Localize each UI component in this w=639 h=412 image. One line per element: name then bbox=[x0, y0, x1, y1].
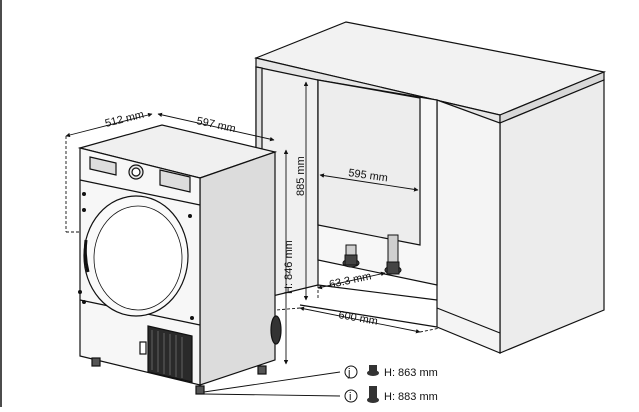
right-side-panel bbox=[499, 79, 605, 354]
dim-width-line bbox=[157, 112, 275, 142]
label-niche-depth: 600 mm bbox=[337, 309, 378, 328]
valve-body-left bbox=[344, 254, 358, 266]
legend-letter-badge bbox=[344, 389, 358, 403]
dimension-lines bbox=[65, 81, 441, 397]
dryer bbox=[77, 124, 282, 395]
label-width: 597 mm bbox=[195, 115, 236, 135]
dryer-display bbox=[89, 156, 117, 176]
leader-line-i bbox=[203, 393, 341, 397]
niche-back-panel bbox=[317, 79, 421, 246]
back-hose bbox=[270, 315, 282, 345]
label-foot-gap: 63.3 mm bbox=[328, 270, 372, 291]
legend-text: H: 863 mm bbox=[384, 367, 438, 379]
cabinet-niche bbox=[254, 21, 607, 354]
control-panel-line bbox=[79, 179, 201, 206]
legend-letter-badge bbox=[344, 365, 358, 379]
label-niche-height: 885 mm bbox=[295, 156, 307, 196]
valve-body-right bbox=[386, 261, 400, 275]
label-height: H: 846 mm bbox=[283, 240, 295, 294]
legend-item-i: i H: 883 mm bbox=[344, 386, 438, 403]
right-front-panel bbox=[436, 99, 501, 354]
dryer-foot-1 bbox=[91, 357, 101, 367]
dim-depth-line bbox=[65, 112, 153, 138]
short-foot-icon bbox=[367, 365, 379, 376]
niche-pipes bbox=[342, 234, 402, 275]
foot-legend: j H: 863 mm i H: 883 mm bbox=[344, 365, 438, 403]
pipe-right bbox=[387, 234, 399, 264]
dryer-side bbox=[199, 151, 276, 386]
legend-letter: i bbox=[349, 391, 351, 403]
leader-line-j bbox=[203, 371, 341, 393]
door-hinge bbox=[83, 239, 90, 273]
dim-niche-width-line bbox=[319, 173, 419, 192]
legend-item-j: j H: 863 mm bbox=[344, 365, 438, 379]
label-depth: 512 mm bbox=[104, 109, 145, 130]
dryer-door-inner bbox=[93, 205, 183, 311]
dim-niche-depth-line bbox=[299, 306, 421, 334]
dryer-foot-3 bbox=[257, 365, 267, 375]
legend-letter: j bbox=[347, 367, 350, 379]
dryer-screws bbox=[78, 192, 194, 320]
legend-text: H: 883 mm bbox=[384, 391, 438, 403]
plinth-line bbox=[436, 307, 501, 334]
program-knob-center bbox=[131, 167, 141, 177]
tall-foot-icon bbox=[367, 386, 379, 403]
dim-foot-gap-line bbox=[317, 271, 386, 290]
grille-handle bbox=[139, 341, 147, 355]
dryer-foot-2 bbox=[195, 385, 205, 395]
dryer-program-display bbox=[159, 169, 191, 193]
label-niche-width: 595 mm bbox=[348, 167, 389, 184]
